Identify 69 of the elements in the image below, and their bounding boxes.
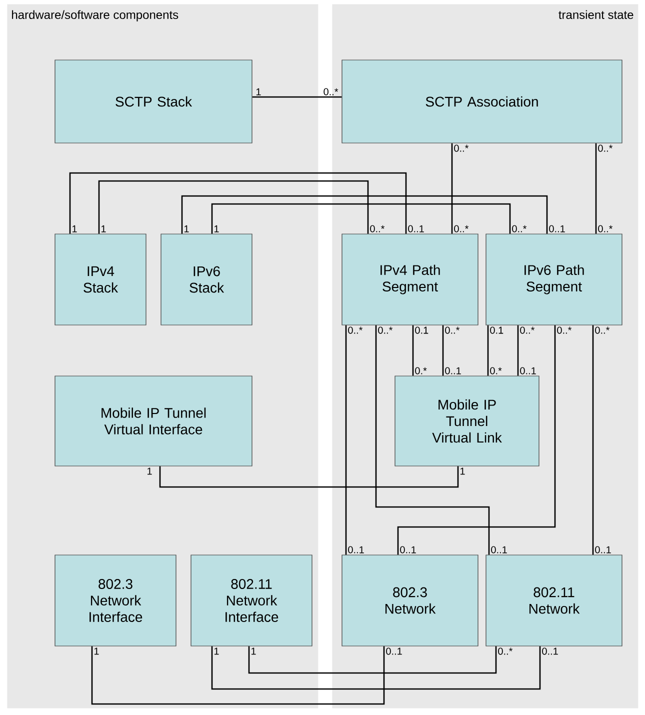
multiplicity-label: 0..1 (408, 225, 424, 232)
multiplicity-label: 1 (184, 225, 189, 232)
multiplicity-label: 0..1 (348, 546, 364, 554)
association-line (442, 325, 444, 376)
multiplicity-label: 1 (94, 648, 99, 655)
multiplicity-label: 0..* (324, 88, 338, 96)
multiplicity-label: 0.* (490, 367, 502, 374)
multiplicity-label: 0..* (348, 326, 363, 334)
multiplicity-label: 0.1 (415, 326, 428, 334)
multiplicity-label: 0..1 (386, 648, 402, 655)
multiplicity-label: 0..1 (549, 225, 565, 232)
multiplicity-label: 1 (251, 648, 256, 655)
multiplicity-label: 0..* (378, 326, 393, 334)
multiplicity-label: 1 (148, 468, 152, 475)
association-line (159, 466, 459, 488)
class-box: SCTP Association (342, 60, 622, 144)
association-line (345, 325, 347, 555)
multiplicity-label: 0..1 (491, 546, 507, 554)
multiplicity-label: 1 (214, 648, 219, 655)
multiplicity-label: 0..* (454, 144, 469, 152)
association-line (451, 143, 453, 234)
association-line (487, 325, 489, 376)
association-line (69, 172, 407, 234)
multiplicity-label: 0..* (498, 648, 513, 655)
multiplicity-label: 0..1 (445, 367, 461, 374)
multiplicity-label: 0..1 (542, 648, 558, 655)
association-line (98, 180, 369, 234)
multiplicity-label: 1 (72, 225, 77, 232)
multiplicity-label: 1 (256, 88, 261, 96)
association-line (592, 325, 594, 555)
multiplicity-label: 0..1 (595, 546, 611, 554)
association-line (248, 646, 497, 674)
association-line (397, 325, 556, 555)
class-box: SCTP Stack (54, 60, 252, 144)
multiplicity-label: 0..* (557, 326, 572, 334)
multiplicity-label: 0..1 (520, 367, 536, 374)
class-box: IPv4 Path Segment (342, 234, 478, 326)
association-line (181, 195, 548, 234)
class-box: Mobile IP Tunnel Virtual Interface (54, 376, 252, 466)
multiplicity-label: 1 (460, 468, 465, 475)
class-box: IPv6 Stack (160, 234, 252, 326)
multiplicity-label: 0.* (415, 367, 427, 374)
multiplicity-label: 1 (101, 225, 106, 232)
multiplicity-label: 0..* (598, 144, 613, 152)
multiplicity-label: 0..* (598, 225, 613, 232)
multiplicity-label: 0..* (445, 326, 460, 334)
association-line (412, 325, 414, 376)
association-line (211, 646, 541, 690)
association-line (252, 96, 342, 98)
multiplicity-label: 0..1 (400, 546, 416, 554)
association-line (211, 203, 511, 234)
multiplicity-label: 1 (214, 225, 219, 232)
association-line (375, 325, 490, 555)
multiplicity-label: 0.1 (490, 326, 504, 334)
multiplicity-label: 0..* (595, 326, 610, 334)
class-box: 802.11 Network Interface (190, 554, 312, 646)
class-box: 802.3 Network Interface (54, 554, 176, 646)
multiplicity-label: 0..* (454, 225, 469, 232)
class-box: 802.3 Network (342, 554, 478, 646)
multiplicity-label: 0..* (512, 225, 527, 232)
multiplicity-label: 0..* (520, 326, 535, 334)
multiplicity-label: 0..* (370, 225, 385, 232)
class-box: IPv6 Path Segment (486, 234, 622, 326)
association-line (595, 143, 597, 234)
association-line (91, 646, 385, 705)
class-box: 802.11 Network (486, 554, 622, 646)
association-line (517, 325, 519, 376)
class-box: Mobile IP Tunnel Virtual Link (394, 376, 540, 466)
class-box: IPv4 Stack (54, 234, 146, 326)
